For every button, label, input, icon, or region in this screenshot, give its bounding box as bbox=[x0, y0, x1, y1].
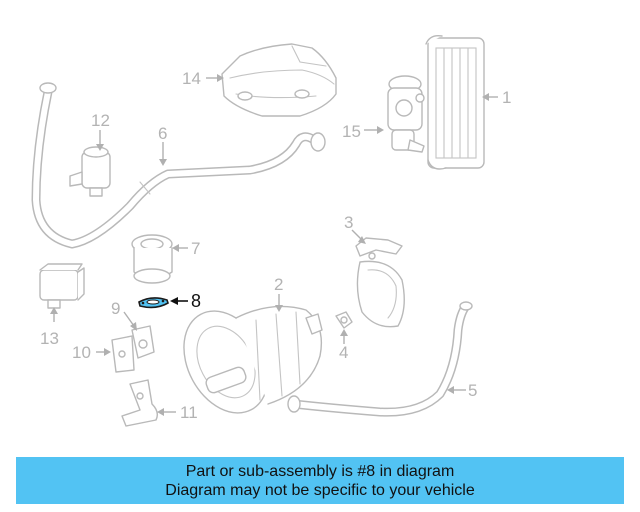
callout-label-8: 8 bbox=[191, 291, 201, 311]
part-9-bracket bbox=[131, 325, 155, 359]
callout-15: 15 bbox=[342, 122, 384, 141]
callout-label-13: 13 bbox=[40, 329, 59, 348]
callout-label-14: 14 bbox=[182, 69, 201, 88]
banner-line-2: Diagram may not be specific to your vehi… bbox=[165, 481, 475, 499]
part-5-hose bbox=[287, 301, 473, 417]
callout-13: 13 bbox=[40, 307, 59, 348]
part-7-flange bbox=[131, 234, 173, 284]
callout-label-6: 6 bbox=[158, 124, 167, 143]
callout-2: 2 bbox=[274, 275, 283, 312]
callout-label-11: 11 bbox=[180, 403, 198, 422]
info-banner: Part or sub-assembly is #8 in diagram Di… bbox=[16, 457, 624, 504]
callout-11: 11 bbox=[157, 403, 198, 422]
part-11-bracket bbox=[121, 379, 159, 427]
part-1-unit bbox=[425, 34, 485, 170]
callout-label-10: 10 bbox=[72, 343, 91, 362]
callout-label-3: 3 bbox=[344, 213, 353, 232]
part-12-sensor bbox=[69, 146, 111, 197]
callout-3: 3 bbox=[344, 213, 366, 244]
part-15-valve bbox=[387, 75, 425, 153]
callout-label-1: 1 bbox=[502, 88, 511, 107]
callout-8: 8 bbox=[170, 291, 201, 311]
part-6-hose bbox=[31, 82, 326, 249]
parts-diagram: 1 14 15 12 6 7 8 9 13 bbox=[31, 34, 511, 427]
part-10-plate bbox=[111, 335, 135, 373]
callout-10: 10 bbox=[72, 343, 111, 362]
callout-label-15: 15 bbox=[342, 122, 361, 141]
callout-9: 9 bbox=[111, 299, 137, 331]
callout-7: 7 bbox=[172, 239, 200, 258]
callout-label-9: 9 bbox=[111, 299, 120, 318]
banner-line-1: Part or sub-assembly is #8 in diagram bbox=[185, 462, 455, 480]
callout-label-2: 2 bbox=[274, 275, 283, 294]
callout-label-12: 12 bbox=[91, 111, 110, 130]
callout-label-5: 5 bbox=[468, 381, 477, 400]
callout-4: 4 bbox=[339, 329, 348, 362]
part-3-cover bbox=[355, 237, 405, 328]
part-2-pump bbox=[183, 305, 323, 414]
part-4-fitting bbox=[335, 311, 353, 329]
callout-1: 1 bbox=[482, 88, 511, 107]
callout-label-7: 7 bbox=[191, 239, 200, 258]
callout-6: 6 bbox=[158, 124, 167, 166]
part-14-cover bbox=[221, 43, 337, 117]
callout-14: 14 bbox=[182, 69, 224, 88]
callout-5: 5 bbox=[447, 381, 477, 400]
callout-12: 12 bbox=[91, 111, 110, 151]
callout-label-4: 4 bbox=[339, 343, 348, 362]
part-8-gasket bbox=[138, 297, 169, 309]
part-13-module bbox=[39, 263, 85, 309]
